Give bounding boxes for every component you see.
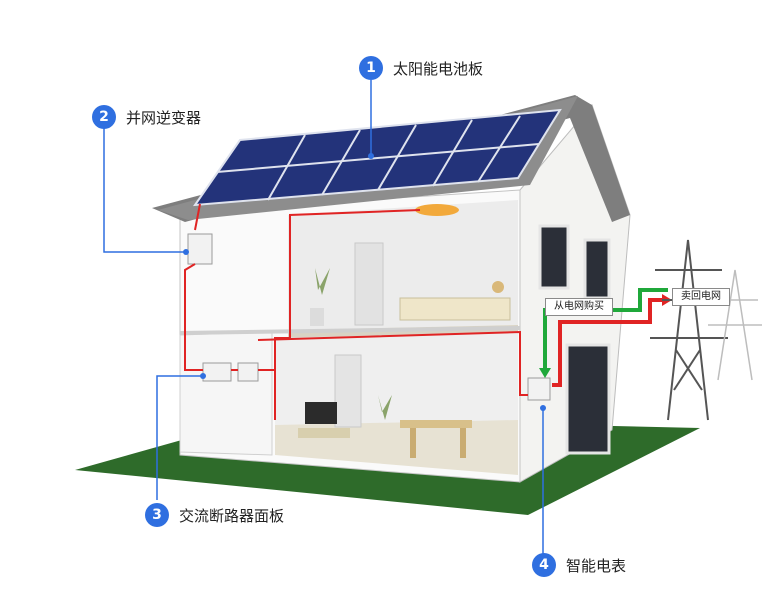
callout-inverter: 2 并网逆变器 bbox=[92, 105, 201, 129]
ceiling-lamp bbox=[415, 204, 459, 216]
side-window-1 bbox=[538, 224, 570, 290]
bed bbox=[399, 297, 511, 321]
sell-arrow bbox=[552, 298, 662, 387]
wiring bbox=[184, 203, 528, 420]
buy-from-grid-label: 从电网购买 bbox=[545, 298, 613, 316]
solar-panel-array bbox=[192, 108, 562, 207]
callout-number-3: 3 bbox=[145, 503, 169, 527]
callout-label-solar-panel: 太阳能电池板 bbox=[393, 59, 484, 78]
sell-to-grid-label: 卖回电网 bbox=[672, 288, 730, 306]
utility-wall bbox=[179, 331, 273, 456]
upper-plant bbox=[315, 268, 330, 295]
callout-smart-meter: 4 智能电表 bbox=[532, 553, 626, 577]
callout-number-4: 4 bbox=[532, 553, 556, 577]
side-window-2 bbox=[583, 238, 611, 300]
lower-door bbox=[334, 354, 362, 428]
breaker-panel-2 bbox=[237, 362, 259, 382]
tv bbox=[305, 402, 337, 424]
callout-solar-panel: 1 太阳能电池板 bbox=[359, 56, 483, 80]
breaker-panel bbox=[202, 362, 232, 382]
inverter-device bbox=[187, 233, 213, 265]
smart-meter-device bbox=[527, 377, 551, 401]
transmission-tower bbox=[650, 239, 728, 421]
buy-arrow bbox=[543, 288, 668, 368]
side-door bbox=[565, 343, 611, 455]
callout-label-breaker-panel: 交流断路器面板 bbox=[179, 506, 285, 525]
callout-label-inverter: 并网逆变器 bbox=[126, 108, 202, 127]
callout-label-smart-meter: 智能电表 bbox=[566, 556, 627, 575]
transmission-tower-far bbox=[708, 269, 762, 381]
callout-breaker-panel: 3 交流断路器面板 bbox=[145, 503, 284, 527]
lower-plant bbox=[378, 395, 392, 420]
callout-number-2: 2 bbox=[92, 105, 116, 129]
leader-lines bbox=[103, 80, 544, 555]
upper-door bbox=[354, 242, 384, 326]
dining-table bbox=[400, 420, 472, 428]
callout-number-1: 1 bbox=[359, 56, 383, 80]
